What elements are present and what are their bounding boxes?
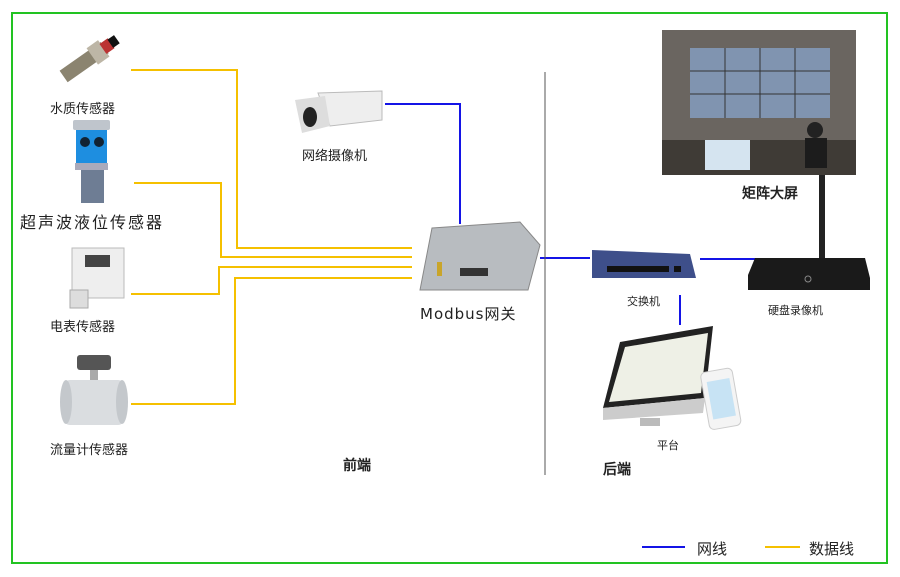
nvr-label: 硬盘录像机 xyxy=(768,304,823,317)
electric-meter-image xyxy=(69,247,125,309)
gateway-image xyxy=(419,221,541,291)
camera-image xyxy=(295,90,383,133)
screen-pole xyxy=(819,172,825,262)
platform-computer-image xyxy=(603,326,742,430)
data-line-flow xyxy=(131,277,412,405)
data-line-ultrasonic xyxy=(134,182,412,258)
diagram-border xyxy=(11,12,888,564)
legend-network-label: 网线 xyxy=(697,540,728,558)
flow-meter-image xyxy=(60,355,128,425)
data-line-meter xyxy=(131,266,412,295)
front-section-label: 前端 xyxy=(343,458,371,474)
matrix-screen-image xyxy=(662,30,856,175)
camera-label: 网络摄像机 xyxy=(302,149,368,164)
gateway-label: Modbus网关 xyxy=(420,305,517,323)
flow-meter-sensor-label: 流量计传感器 xyxy=(50,443,129,458)
switch-label: 交换机 xyxy=(627,295,660,308)
ultrasonic-sensor-image xyxy=(73,120,110,203)
switch-image xyxy=(592,250,696,278)
back-section-label: 后端 xyxy=(603,462,631,478)
electric-meter-sensor-label: 电表传感器 xyxy=(50,320,116,335)
water-quality-sensor-image xyxy=(59,35,120,83)
platform-label: 平台 xyxy=(657,439,679,452)
data-line-water xyxy=(131,69,412,249)
nvr-image xyxy=(748,258,870,290)
water-quality-sensor-label: 水质传感器 xyxy=(50,102,116,117)
matrix-screen-label: 矩阵大屏 xyxy=(742,186,798,202)
net-line-camera xyxy=(385,103,461,224)
ultrasonic-sensor-label: 超声波液位传感器 xyxy=(20,213,165,232)
legend-data-label: 数据线 xyxy=(809,540,855,558)
